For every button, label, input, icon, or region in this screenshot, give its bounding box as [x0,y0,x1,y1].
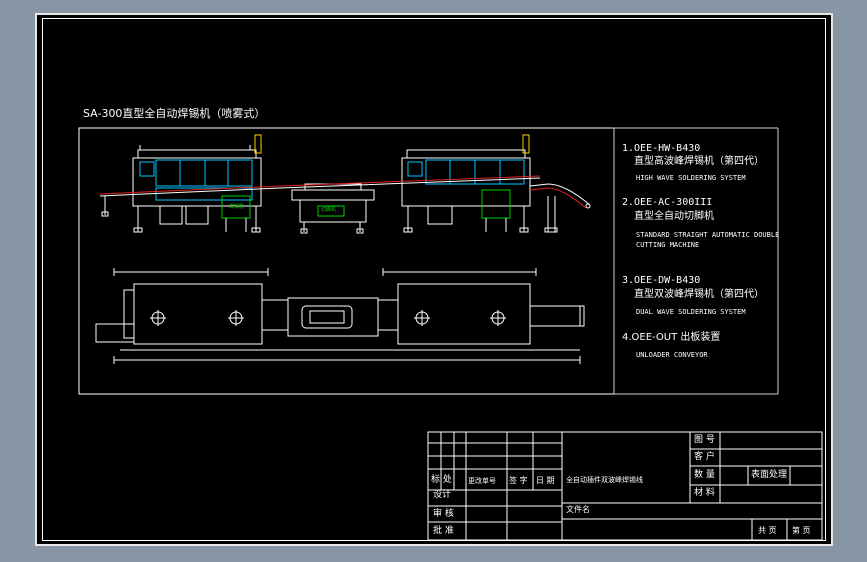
check-label: 审 核 [433,509,454,519]
drawing-area-border [78,127,615,395]
material-label: 材 料 [694,488,715,498]
side-view-soldering-machine-1 [99,134,281,233]
rev-header-change-no: 更改单号 [468,477,496,485]
spec-2-cn: 直型全自动切脚机 [634,211,714,222]
spec-1-cn: 直型高波峰焊锡机（第四代） [634,156,764,167]
spec-3-cn: 直型双波峰焊锡机（第四代） [634,289,764,300]
quantity-label: 数 量 [694,470,715,480]
spec-1-code: 1.OEE-HW-B430 [622,143,701,154]
approve-label: 批 准 [433,526,454,536]
drawing-sheet [35,13,833,546]
design-label: 设计 [433,490,452,500]
spec-2-code: 2.OEE-AC-300III [622,197,713,208]
spec-4-en: UNLOADER CONVEYOR [636,351,708,359]
spec-2-en-2: CUTTING MACHINE [636,241,700,249]
rev-header-sign: 签 字 [509,476,528,485]
spec-4-code: 4.OEE-OUT 出板装置 [622,332,721,343]
title-block-grid [427,431,823,541]
plan-view [95,268,585,364]
surface-label: 表面处理 [751,470,788,480]
rev-header-mark: 标 处 [431,475,452,485]
customer-label: 客 户 [694,452,715,462]
spec-1-en: HIGH WAVE SOLDERING SYSTEM [636,174,746,182]
spec-3-code: 3.OEE-DW-B430 [622,275,701,286]
sheet-no-label: 第 页 [792,526,811,535]
product-name: 全自动插件双波峰焊锡线 [566,476,643,484]
machine-label-soldering: 焊锡机 [229,204,245,210]
file-name-label: 文件名 [566,505,590,514]
side-view-soldering-machine-2 [279,134,591,233]
drawing-no-label: 图 号 [694,435,715,445]
rev-header-date: 日 期 [536,476,555,485]
machine-label-cutting: 切脚机 [321,207,337,213]
spec-2-en-1: STANDARD STRAIGHT AUTOMATIC DOUBLE [636,231,780,239]
drawing-title: SA-300直型全自动焊锡机（喷雾式） [83,107,266,120]
spec-3-en: DUAL WAVE SOLDERING SYSTEM [636,308,746,316]
sheet-total-label: 共 页 [758,526,777,535]
